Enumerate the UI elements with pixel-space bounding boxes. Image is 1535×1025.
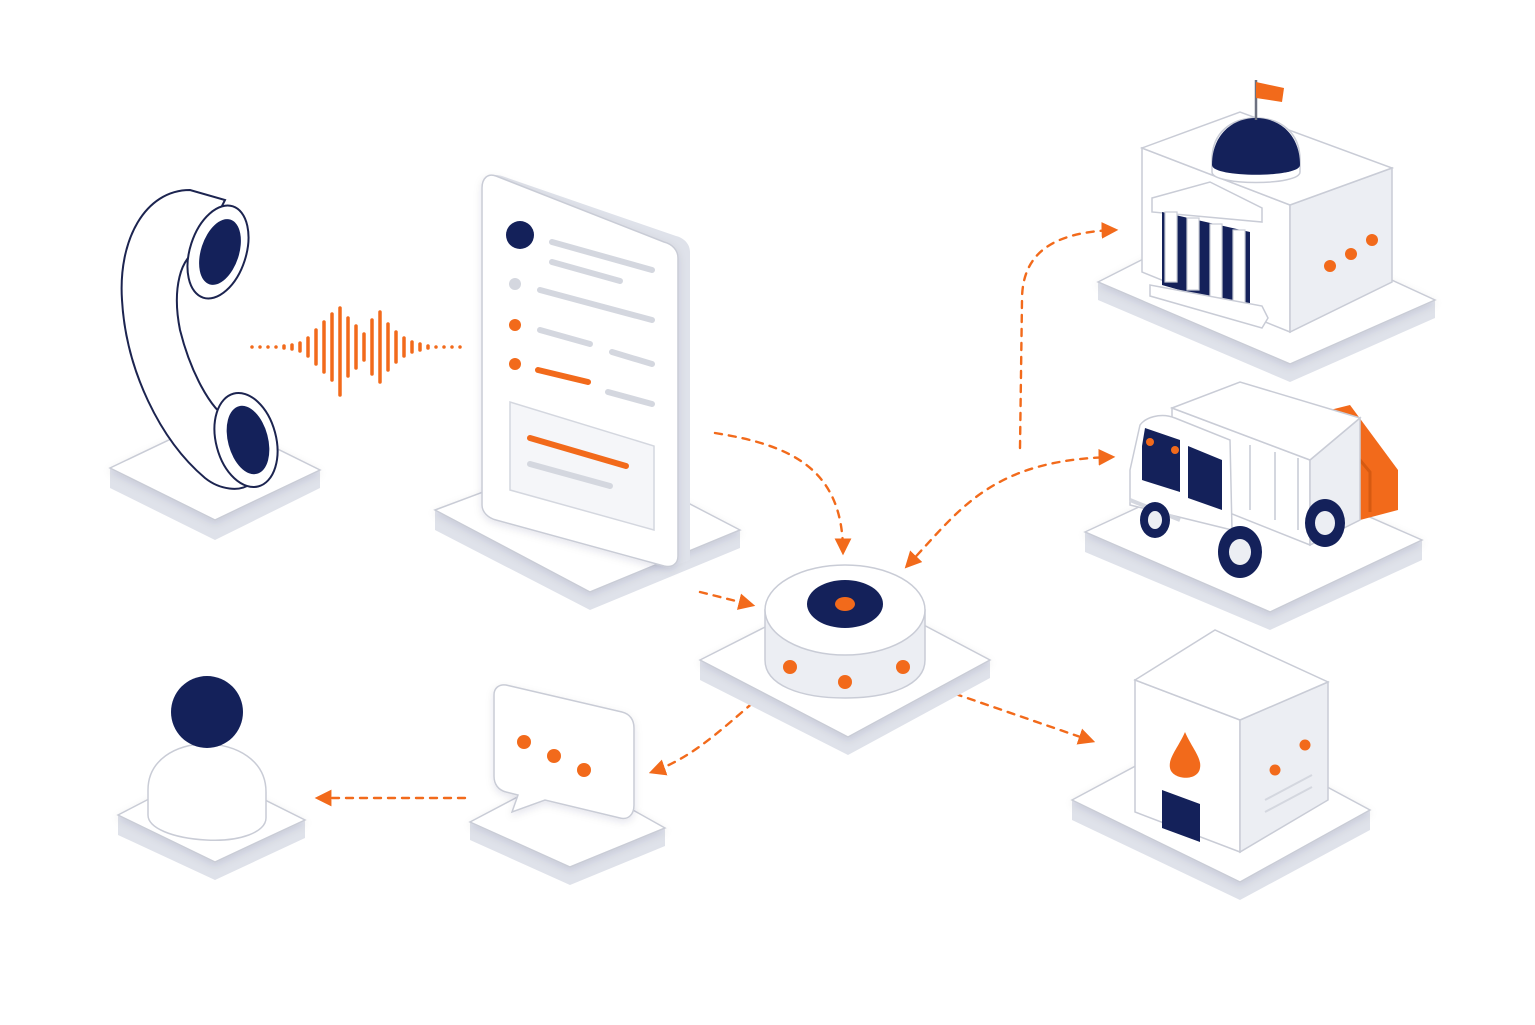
flow-form-to-hub-lower [698,590,756,610]
building-door [1162,790,1200,842]
form-avatar-dot [506,221,534,249]
flow-arrows [314,222,1119,807]
hub-node [698,564,992,755]
citizen-node [116,676,307,880]
flag-icon [1256,82,1284,102]
water-utility-building [1133,629,1330,854]
telephone-handset-icon [120,188,279,490]
garbage-truck-icon [1129,381,1398,578]
flow-hub-to-message [648,674,787,776]
routing-hub-icon [764,564,926,699]
city-hall-node [1096,80,1437,382]
flow-hub-to-city-hall [1018,222,1119,450]
sound-wave-icon [250,306,462,397]
chat-bubble-icon [493,684,635,820]
truck-wheel-rear [1305,499,1345,547]
message-node [468,684,667,885]
truck-wheel-front [1218,526,1262,578]
garbage-truck-node [1083,381,1424,630]
water-drop-icon [1169,732,1201,778]
water-utility-node [1070,629,1372,900]
report-form-icon [481,174,690,568]
phone-node [108,188,322,540]
truck-wheel-back [1140,502,1170,538]
user-icon [147,676,267,841]
flow-hub-to-garbage-truck [904,448,1116,569]
city-hall-icon [1139,80,1395,334]
flow-form-to-hub [713,431,852,556]
form-node [433,174,742,610]
